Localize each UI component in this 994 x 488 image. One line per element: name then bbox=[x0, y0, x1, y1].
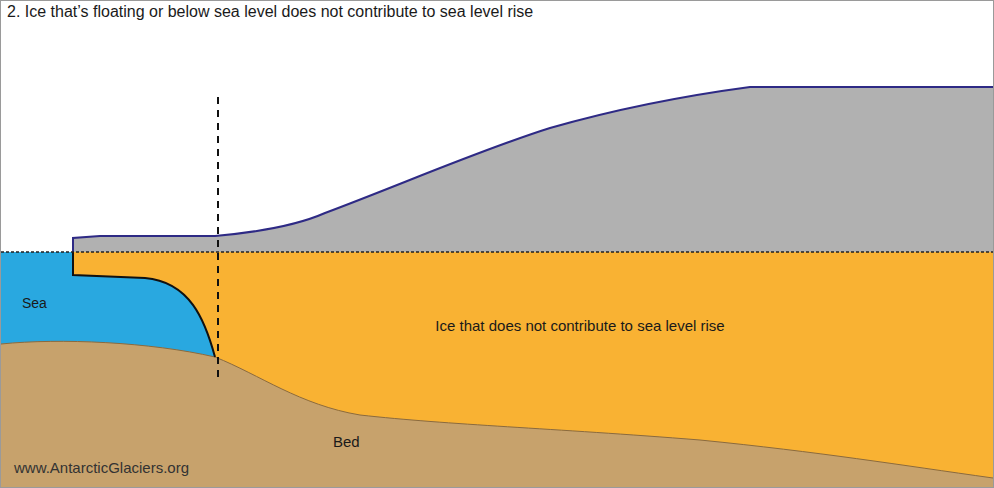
ice-above-sea-level bbox=[73, 87, 993, 252]
watermark: www.AntarcticGlaciers.org bbox=[14, 459, 189, 476]
title-wrap: 2. Ice that’s floating or below sea leve… bbox=[7, 3, 533, 21]
region-label-wrap: Ice that does not contribute to sea leve… bbox=[435, 317, 724, 334]
watermark-wrap: www.AntarcticGlaciers.org bbox=[14, 459, 189, 476]
sea-level-line bbox=[1, 251, 993, 253]
ice-shelf-base bbox=[73, 252, 215, 357]
bed-rock bbox=[1, 341, 993, 487]
region-label: Sea bbox=[22, 295, 47, 311]
diagram-title: 2. Ice that’s floating or below sea leve… bbox=[7, 3, 533, 21]
grounding-line bbox=[217, 97, 219, 383]
region-label: Ice that does not contribute to sea leve… bbox=[435, 317, 724, 334]
region-label-wrap: Bed bbox=[333, 433, 360, 450]
ice-surface-outline bbox=[73, 87, 993, 252]
region-label: Bed bbox=[333, 433, 360, 450]
region-label-wrap: Sea bbox=[22, 295, 47, 311]
bed-outline bbox=[1, 341, 993, 478]
